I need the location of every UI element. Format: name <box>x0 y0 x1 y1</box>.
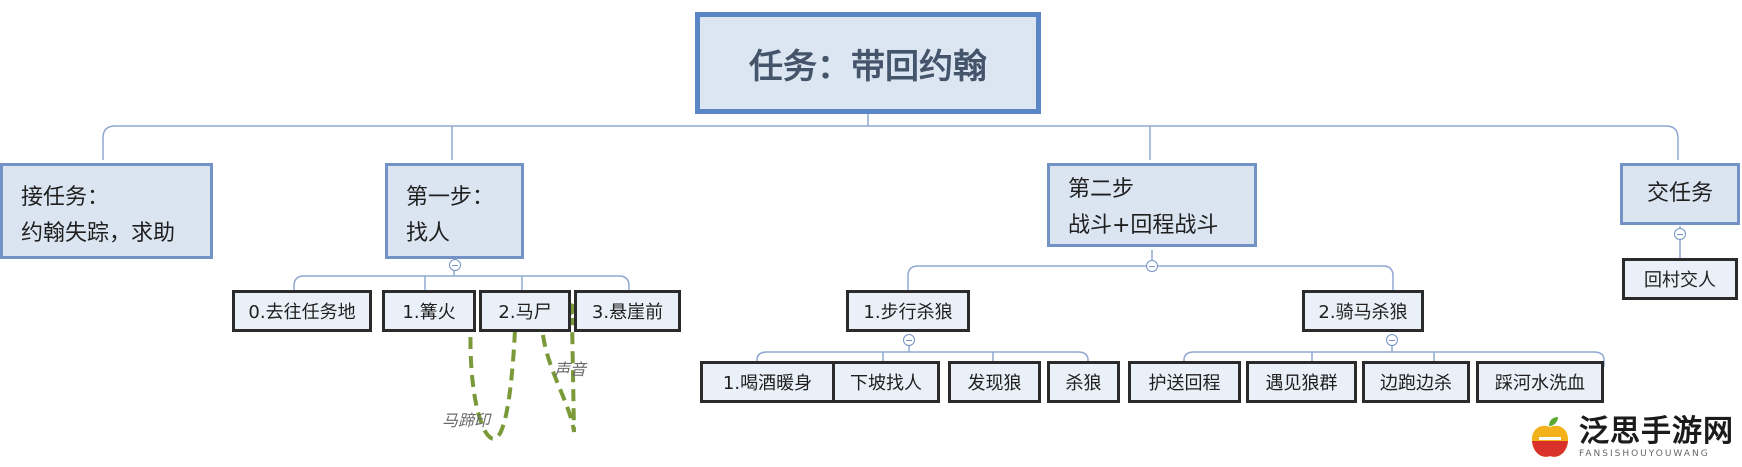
step1-child-2: 2.马尸 <box>479 290 571 332</box>
hoofprint-annotation: 马蹄印 <box>442 411 491 430</box>
step1-child-1: 1.篝火 <box>382 290 476 332</box>
ride-child-0-label: 护送回程 <box>1148 373 1221 394</box>
turnin-child-0-label: 回村交人 <box>1644 270 1716 291</box>
step1-child-0: 0.去往任务地 <box>232 290 372 332</box>
step2-child-ride-kill-label: 2.骑马杀狼 <box>1318 302 1408 323</box>
ride-child-1-label: 遇见狼群 <box>1265 373 1338 394</box>
step-two-line2: 战斗+回程战斗 <box>1068 213 1219 238</box>
sound-path <box>539 315 576 433</box>
step-one-find-person: 第一步： 找人 <box>385 163 524 259</box>
walk-child-2: 发现狼 <box>948 361 1041 403</box>
step-turn-in-label: 交任务 <box>1646 181 1713 206</box>
step2-child-walk-kill-label: 1.步行杀狼 <box>863 302 953 323</box>
step2-child-ride-kill: 2.骑马杀狼 <box>1302 290 1424 332</box>
walk-child-3: 杀狼 <box>1047 361 1120 403</box>
collapse-step1-toggle[interactable] <box>449 259 461 271</box>
step-two-combat: 第二步 战斗+回程战斗 <box>1047 163 1257 247</box>
walk-child-1: 下坡找人 <box>832 361 940 403</box>
step-accept-line1: 接任务： <box>21 185 110 210</box>
collapse-ride-toggle[interactable] <box>1386 334 1398 346</box>
root-title: 任务：带回约翰 <box>749 46 987 87</box>
sound-annotation: 声音 <box>554 360 587 379</box>
collapse-step2-toggle[interactable] <box>1146 260 1158 272</box>
step2-child-walk-kill: 1.步行杀狼 <box>846 290 970 332</box>
hoofprint-path <box>468 317 517 441</box>
walk-child-0: 1.喝酒暖身 <box>700 361 835 403</box>
step1-child-2-label: 2.马尸 <box>498 302 552 323</box>
step-one-line2: 找人 <box>406 221 451 246</box>
turnin-child-0: 回村交人 <box>1622 258 1738 300</box>
logo-en-text: FANSISHOUYOUWANG <box>1579 449 1710 459</box>
connector-root-bus <box>102 114 1679 160</box>
ride-child-0: 护送回程 <box>1128 361 1241 403</box>
ride-child-1: 遇见狼群 <box>1246 361 1357 403</box>
apple-logo-icon <box>1531 417 1569 457</box>
step-turn-in: 交任务 <box>1620 163 1740 225</box>
ride-child-2: 边跑边杀 <box>1362 361 1470 403</box>
walk-child-1-label: 下坡找人 <box>850 373 922 394</box>
connector-ride-bus <box>1183 340 1605 367</box>
logo-cn-text: 泛思手游网 <box>1579 414 1734 449</box>
collapse-turnin-toggle[interactable] <box>1674 228 1686 240</box>
step-accept-task: 接任务： 约翰失踪，求助 <box>0 163 213 259</box>
walk-child-3-label: 杀狼 <box>1065 373 1102 394</box>
collapse-walk-toggle[interactable] <box>903 334 915 346</box>
step1-child-1-label: 1.篝火 <box>402 302 456 323</box>
ride-child-3: 踩河水洗血 <box>1476 361 1604 403</box>
step-two-line1: 第二步 <box>1068 177 1135 202</box>
ride-child-3-label: 踩河水洗血 <box>1495 373 1585 394</box>
walk-child-0-label: 1.喝酒暖身 <box>722 373 813 394</box>
site-logo: 泛思手游网 FANSISHOUYOUWANG <box>1527 411 1737 465</box>
step-accept-line2: 约翰失踪，求助 <box>21 221 176 246</box>
connector-walk-bus <box>756 340 1089 367</box>
step1-child-3-label: 3.悬崖前 <box>591 302 664 323</box>
ride-child-2-label: 边跑边杀 <box>1380 373 1452 394</box>
root-node: 任务：带回约翰 <box>695 12 1041 114</box>
step-one-line1: 第一步： <box>406 185 495 210</box>
step1-child-3: 3.悬崖前 <box>574 290 681 332</box>
walk-child-2-label: 发现狼 <box>967 373 1022 394</box>
step1-child-0-label: 0.去往任务地 <box>248 302 356 323</box>
